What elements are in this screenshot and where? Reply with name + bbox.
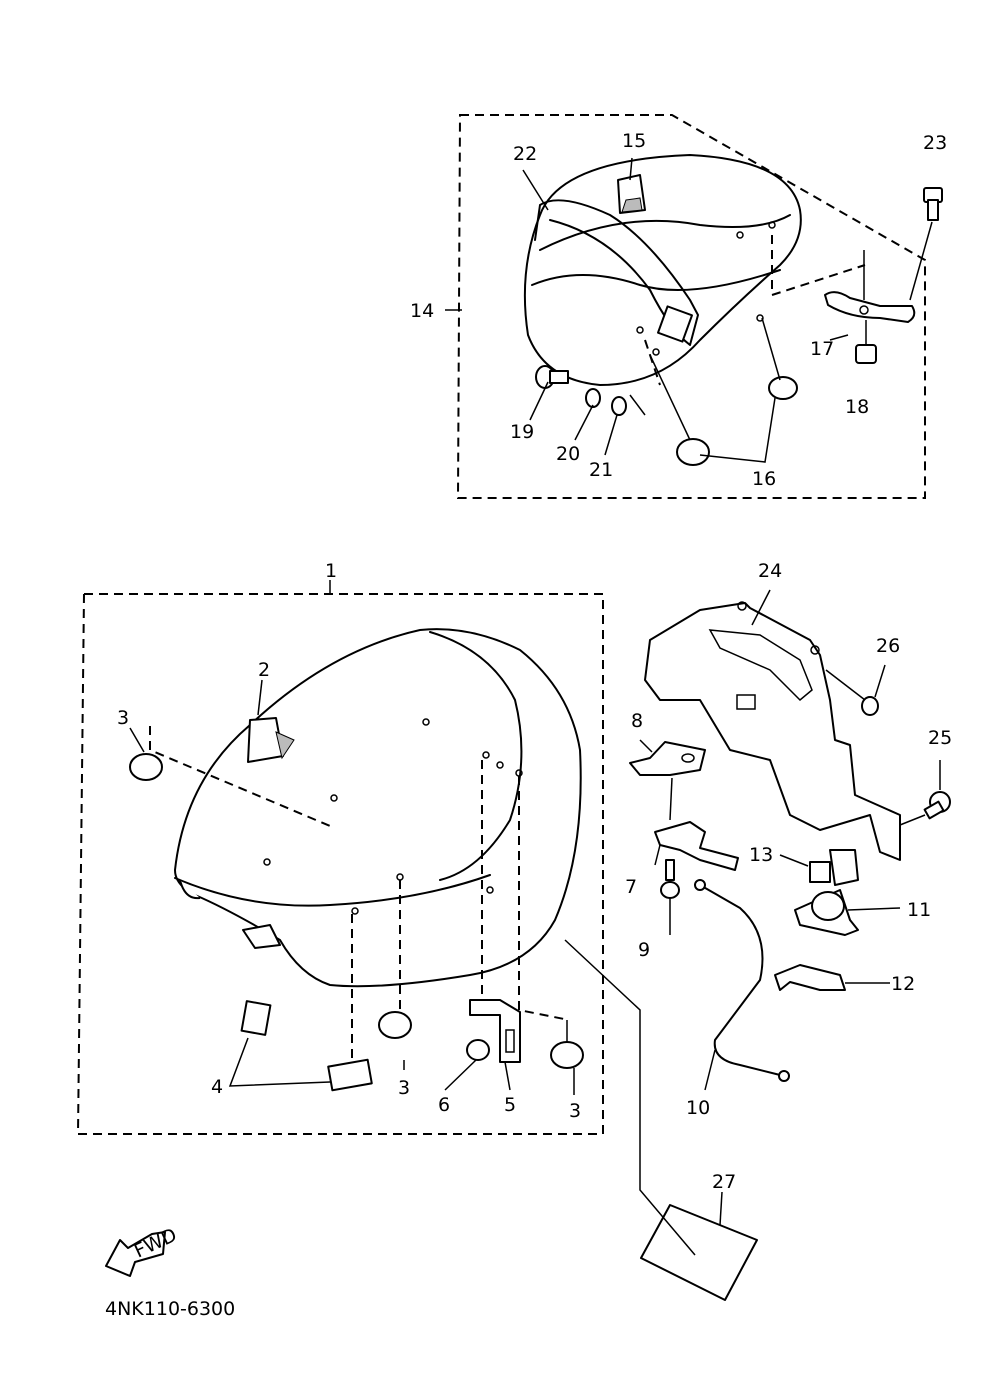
callout-4: 4 [211,1076,223,1098]
bolt-9 [660,859,680,935]
damper-3-left [129,753,163,781]
callout-5: 5 [504,1094,516,1116]
lock-part-13 [779,849,859,886]
damper-3-right [550,1041,584,1069]
callout-9: 9 [638,939,650,961]
callout-2: 2 [258,659,270,681]
seat-cover-24 [644,602,901,861]
callout-21: 21 [589,459,613,481]
main-seat-boundary [76,593,604,1135]
callout-1: 1 [325,560,337,582]
clip-4-b [327,1058,373,1092]
callout-18: 18 [845,396,869,418]
clip-4-a [240,1000,272,1036]
bracket-8 [629,741,706,776]
nut-6 [466,1039,490,1061]
callout-7: 7 [625,876,637,898]
callout-12: 12 [891,973,915,995]
main-seat-group [76,580,604,1135]
callout-26: 26 [876,635,900,657]
bolt-26 [825,664,886,716]
callout-27: 27 [712,1171,736,1193]
damper-16 [649,317,798,466]
callout-6: 6 [438,1094,450,1116]
callout-13: 13 [749,844,773,866]
lever-12 [774,964,846,991]
callout-19: 19 [510,421,534,443]
washer-20 [585,388,601,408]
callout-22: 22 [513,143,537,165]
callout-8: 8 [631,710,643,732]
part-code: 4NK110-6300 [105,1298,235,1320]
bolt-23 [909,187,943,301]
passenger-seat-boundary [456,114,926,499]
callout-23: 23 [923,132,947,154]
bracket-7 [654,821,739,871]
callout-16: 16 [752,468,776,490]
callout-3-right: 3 [569,1100,581,1122]
callout-3-left: 3 [117,707,129,729]
label-27 [640,1204,758,1301]
passenger-seat-body [523,154,802,386]
bracket-5 [469,999,521,1063]
seat-lock-11 [794,889,901,936]
callout-10: 10 [686,1097,710,1119]
callout-17: 17 [810,338,834,360]
callout-20: 20 [556,443,580,465]
passenger-seat-group [445,114,943,499]
callout-14: 14 [410,300,434,322]
lock-parts-group [564,589,951,1301]
damper-3-middle [378,1011,412,1039]
lock-cable-10 [699,884,781,1076]
bolt-25 [899,760,951,826]
washer-21 [611,396,627,416]
grab-rail [534,199,699,346]
callout-15: 15 [622,130,646,152]
bracket-17 [824,291,916,323]
callout-25: 25 [928,727,952,749]
callout-24: 24 [758,560,782,582]
callout-3-middle: 3 [398,1077,410,1099]
fwd-arrow: FWD [105,1224,180,1277]
nut-18 [855,320,877,364]
callout-11: 11 [907,899,931,921]
